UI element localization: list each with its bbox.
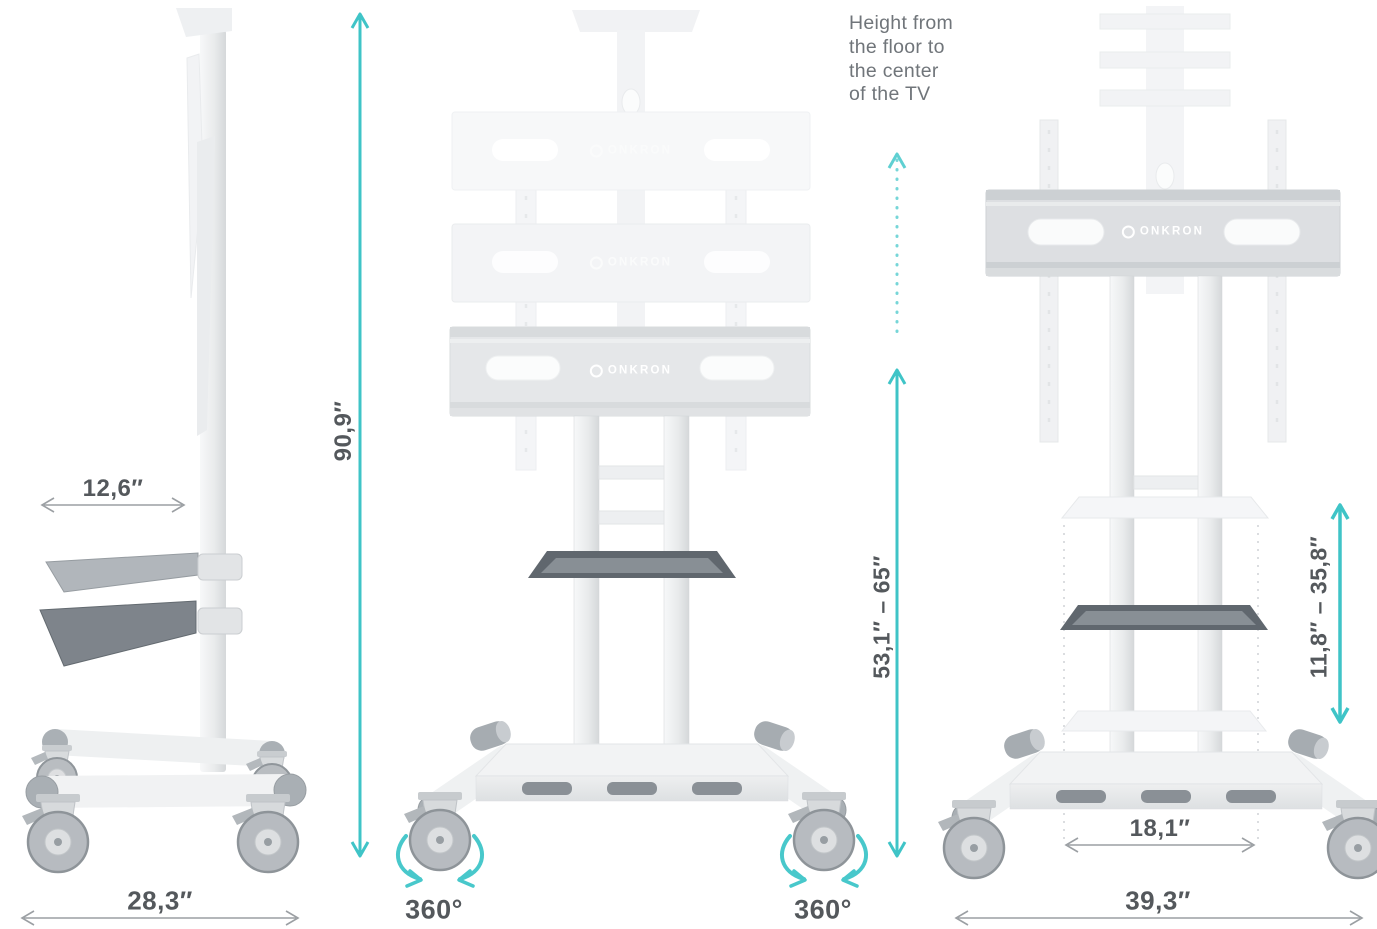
- shelf-position-top-ghost: [1060, 496, 1270, 519]
- front-ghost-mount: [451, 10, 811, 471]
- onkron-logo-ghost-top: ONKRON: [589, 144, 672, 158]
- shelf-height-range-arrow: [1330, 503, 1350, 724]
- side-shelf-depth-arrow: [40, 497, 186, 513]
- dim-inner-width: 18,1″: [1129, 815, 1191, 842]
- dim-shelf-depth: 12,6″: [82, 475, 144, 502]
- side-upper-shelf-clamp: [197, 553, 243, 581]
- side-base: [20, 729, 307, 874]
- shelf-position-current: [1060, 605, 1268, 630]
- height-note: Height from the floor to the center of t…: [849, 12, 954, 106]
- tv-center-height-arrow: [887, 152, 907, 858]
- side-base-depth-arrow: [20, 910, 300, 926]
- front-view-stand: [350, 10, 907, 888]
- front-base: [404, 718, 854, 870]
- front-tv-bar-top-ghost: [451, 111, 811, 191]
- total-height-arrow: [350, 12, 370, 858]
- base-width-arrow: [954, 910, 1364, 926]
- onkron-logo-icon: [1121, 225, 1135, 239]
- onkron-logo-icon: [589, 256, 603, 270]
- shelfview-tv-mount-bar: [985, 189, 1341, 277]
- side-lower-shelf-clamp: [197, 607, 243, 635]
- dim-base-width: 39,3″: [1125, 885, 1191, 916]
- dim-tv-center-height: 53,1″ – 65″: [868, 555, 895, 679]
- front-tv-bar-mid-ghost: [451, 223, 811, 303]
- onkron-logo-ghost-mid: ONKRON: [589, 256, 672, 270]
- onkron-logo-front: ONKRON: [589, 364, 672, 378]
- side-lower-shelf: [39, 600, 197, 667]
- dim-shelf-height-range: 11,8″ – 35,8″: [1305, 535, 1332, 679]
- shelfview-crossbar: [1133, 475, 1199, 490]
- front-tv-mount-bar: [449, 326, 811, 417]
- dim-total-height: 90,9″: [330, 400, 357, 462]
- dim-swivel-right: 360°: [794, 894, 852, 925]
- shelf-view-stand: [938, 6, 1377, 926]
- front-shelf: [528, 551, 736, 578]
- onkron-logo-shelfview: ONKRON: [1121, 225, 1204, 239]
- dim-base-depth: 28,3″: [127, 885, 193, 916]
- side-upper-shelf: [45, 552, 199, 593]
- onkron-logo-icon: [589, 364, 603, 378]
- front-column-left: [573, 415, 600, 749]
- side-top-bracket: [176, 8, 232, 37]
- right-caster-swivel-arcs: [780, 834, 868, 888]
- left-caster-swivel-arcs: [396, 834, 484, 888]
- dim-swivel-left: 360°: [405, 894, 463, 925]
- front-column-right: [663, 415, 690, 749]
- front-crossbar-upper: [598, 465, 665, 480]
- column-inner-width-arrow: [1064, 837, 1256, 853]
- shelf-position-bottom-ghost: [1060, 710, 1268, 732]
- onkron-logo-icon: [589, 144, 603, 158]
- side-tv-plate-ghost: [197, 136, 215, 436]
- shelfview-base: [938, 726, 1377, 878]
- front-crossbar-lower: [598, 510, 665, 525]
- side-view-stand: [20, 8, 307, 926]
